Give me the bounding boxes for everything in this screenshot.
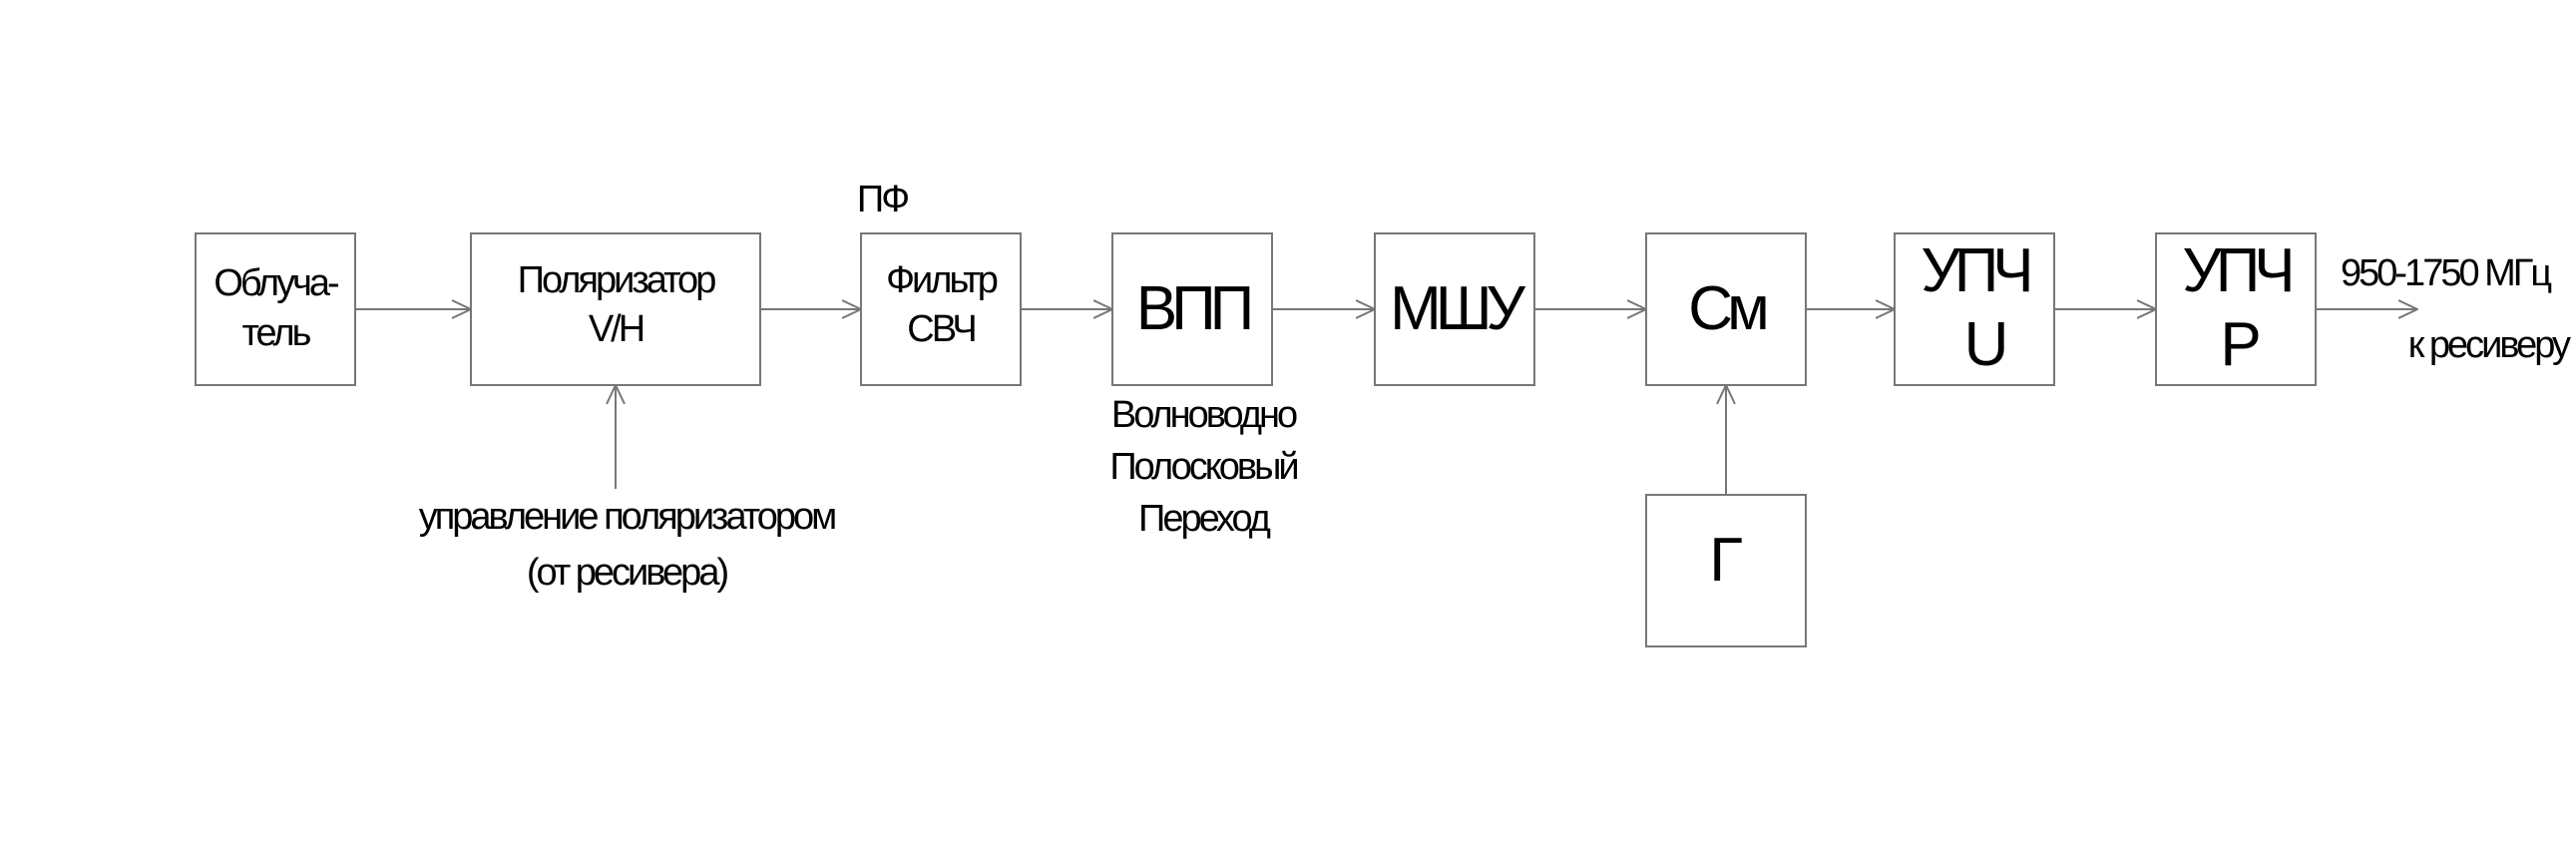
block-oscillator: Г xyxy=(1645,494,1807,647)
block-lna-frame xyxy=(1374,232,1535,386)
block-oscillator-label: Г xyxy=(1709,526,1743,595)
block-transition-frame xyxy=(1111,232,1273,386)
block-if-amp-1: УПЧ U xyxy=(1894,232,2055,386)
transition-description-line3: Переход xyxy=(1138,498,1271,540)
block-oscillator-frame xyxy=(1645,494,1807,647)
block-lna: МШУ xyxy=(1374,232,1535,386)
block-mixer: См xyxy=(1645,232,1807,386)
block-if-amp-1-frame xyxy=(1894,232,2055,386)
block-transition-label: ВПП xyxy=(1136,274,1250,343)
block-if-amp-2-label-line2: P xyxy=(2220,310,2261,379)
transition-description-line2: Полосковый xyxy=(1109,446,1297,488)
polarizer-control-label-line2: (от ресивера) xyxy=(527,552,728,594)
block-filter-label-line2: СВЧ xyxy=(907,308,975,350)
block-if-amp-2-label-line1: УПЧ xyxy=(2182,236,2291,305)
block-if-amp-1-label-line1: УПЧ xyxy=(1921,236,2029,305)
block-polarizer-label-line1: Поляризатор xyxy=(518,259,716,301)
block-if-amp-1-label-line2: U xyxy=(1964,310,2009,379)
filter-abbreviation-label: ПФ xyxy=(857,179,908,220)
block-filter-frame xyxy=(860,232,1022,386)
block-filter-label-line1: Фильтр xyxy=(886,259,998,301)
block-polarizer-label-line2: V/H xyxy=(589,308,644,350)
block-filter: Фильтр СВЧ xyxy=(860,232,1022,386)
block-lna-label: МШУ xyxy=(1390,274,1525,343)
block-mixer-label: См xyxy=(1688,274,1766,343)
block-polarizer: Поляризатор V/H xyxy=(470,232,761,386)
polarizer-control-label-line1: управление поляризатором xyxy=(419,496,835,538)
block-polarizer-frame xyxy=(470,232,761,386)
block-feed-label-line2: тель xyxy=(242,312,311,354)
block-transition: ВПП xyxy=(1111,232,1273,386)
output-destination-label: к ресиверу xyxy=(2408,324,2571,366)
block-feed: Облуча- тель xyxy=(195,232,356,386)
output-frequency-label: 950-1750 МГц xyxy=(2341,252,2551,294)
block-feed-frame xyxy=(195,232,356,386)
transition-description-line1: Волноводно xyxy=(1111,394,1297,436)
block-feed-label-line1: Облуча- xyxy=(214,262,338,304)
block-if-amp-2: УПЧ P xyxy=(2155,232,2317,386)
block-mixer-frame xyxy=(1645,232,1807,386)
